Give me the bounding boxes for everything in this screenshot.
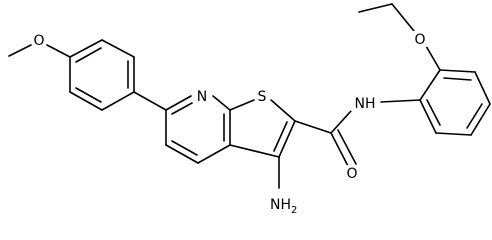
bond-c2-carbonyl [294,120,332,134]
atom-amino-nh2: NH2 [270,197,297,216]
bond-carbonyl-nh [330,110,352,134]
atom-amino-subscript: 2 [291,205,297,216]
thiophene-ring [229,99,296,158]
methoxyphenyl-ring [69,39,135,111]
bond-o-ch2 [391,3,415,32]
bond-nh-aryl [380,99,421,103]
atom-thiophene-sulfur: S [258,89,267,105]
atom-ethoxy-oxygen: O [414,32,425,48]
atom-amino-nh: NH [270,197,291,213]
bond-aryl-pyridine [133,91,167,111]
bond-methyl-o [8,44,32,57]
molecule-structure: O N S NH O O NH2 [8,3,491,216]
bond-carbonyl-o-2 [337,129,357,165]
bond-o-aryl [46,44,71,58]
atom-amide-nh: NH [355,96,376,112]
bond-aryl-o-ethoxy [425,45,441,71]
bond-carbonyl-o-1 [330,132,350,169]
atom-carbonyl-oxygen: O [346,166,357,182]
bond-ch2-ch3 [358,3,393,13]
ethoxyphenyl-ring [419,69,491,136]
pyridine-ring [165,95,231,164]
atom-pyridine-nitrogen: N [197,89,207,105]
atom-methoxy-oxygen: O [33,33,44,49]
